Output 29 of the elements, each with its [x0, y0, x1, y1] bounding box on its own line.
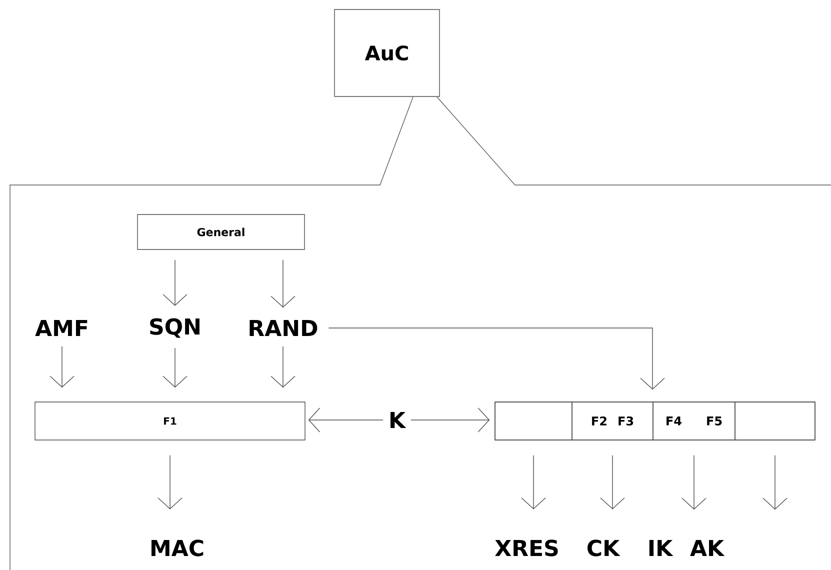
table-cell: F2 F3 — [572, 402, 654, 440]
arrow — [682, 455, 706, 510]
arrow — [270, 260, 296, 308]
signal-label: K — [390, 412, 406, 428]
arrow — [410, 408, 490, 432]
table-cell — [494, 402, 572, 440]
arrow — [521, 455, 546, 510]
signal-label: SQN — [150, 318, 200, 338]
signal-label: XRES — [495, 540, 558, 556]
arrow — [158, 455, 182, 510]
signal-label: MAC — [152, 540, 204, 556]
arrow — [308, 408, 384, 432]
function-box: F1 — [34, 402, 306, 440]
arrow — [600, 455, 625, 510]
signal-label: AMF — [35, 320, 88, 336]
signal-label: IK — [649, 540, 674, 556]
arrow — [328, 328, 665, 390]
signal-label: AK — [690, 540, 725, 556]
arrow — [50, 346, 74, 388]
arrow — [162, 260, 188, 306]
arrow — [162, 348, 188, 388]
arrow — [762, 455, 788, 510]
function-box: General — [137, 214, 305, 250]
table-cell: F4 F5 — [652, 402, 736, 440]
arrow — [270, 346, 296, 388]
signal-label: RAND — [250, 320, 318, 336]
table-cell — [734, 402, 816, 440]
function-box: AuC — [334, 9, 440, 97]
signal-label: CK — [588, 540, 620, 556]
